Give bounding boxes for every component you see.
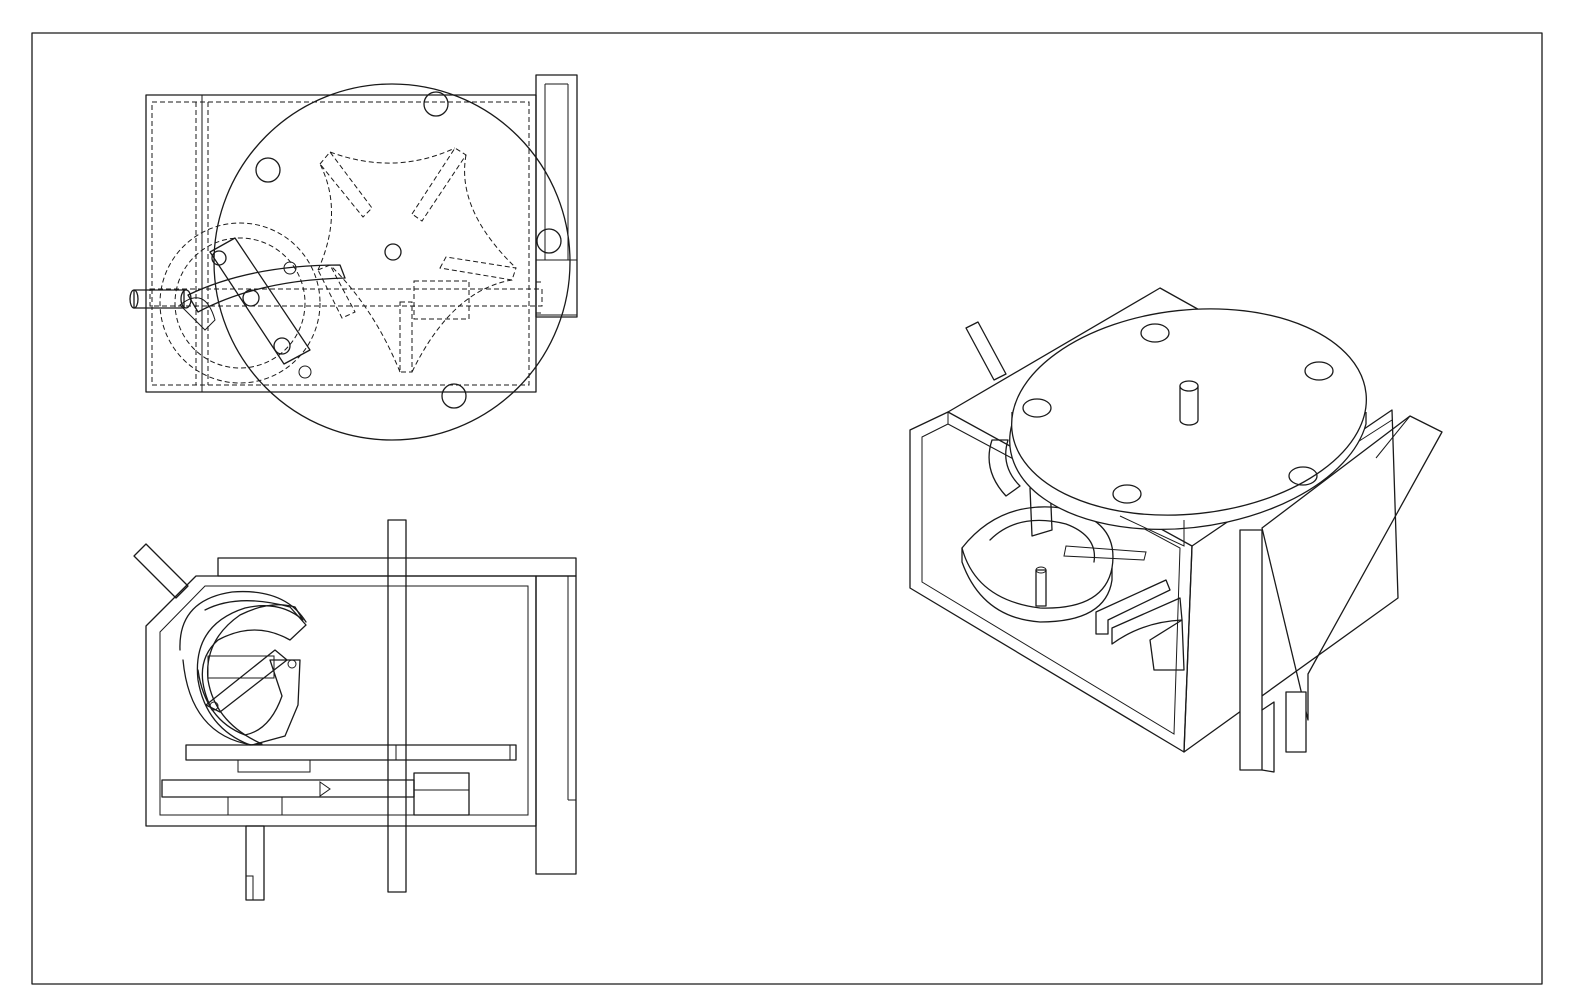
output-shaft xyxy=(245,825,265,901)
iso-turntable xyxy=(1009,308,1367,531)
drive-wheel xyxy=(159,222,321,384)
sheet-border xyxy=(31,32,1543,985)
geneva-slots xyxy=(317,147,517,373)
right-wall xyxy=(535,575,577,875)
iso-leg xyxy=(1285,691,1307,753)
iso-lever xyxy=(965,321,1007,381)
iso-geneva-arm xyxy=(1095,579,1171,635)
iso-disc-hole xyxy=(1288,466,1318,486)
iso-bracket xyxy=(1261,415,1443,721)
side-bracket xyxy=(535,74,578,318)
disc-hole xyxy=(255,157,281,183)
housing-outline xyxy=(145,94,537,393)
housing-profile xyxy=(145,575,537,827)
geneva-plate xyxy=(185,744,517,761)
iso-disc-hole xyxy=(1022,398,1052,418)
input-shaft xyxy=(133,289,185,309)
top-plate xyxy=(217,557,577,577)
iso-disc-hole xyxy=(1304,361,1334,381)
iso-leg xyxy=(1239,529,1263,771)
disc-hole xyxy=(423,91,449,117)
isometric-view xyxy=(909,287,1443,773)
iso-disc-hole xyxy=(1112,484,1142,504)
center-pin xyxy=(384,243,402,261)
iso-center-pin xyxy=(1179,386,1199,426)
disc-hole xyxy=(536,228,562,254)
turntable-disc xyxy=(213,83,571,441)
cam-ring xyxy=(179,590,307,746)
top-view xyxy=(129,74,578,441)
disc-hole xyxy=(441,383,467,409)
crank-arm xyxy=(179,237,346,379)
inclined-lever xyxy=(133,543,189,599)
slide-block xyxy=(413,772,470,816)
front-view xyxy=(133,519,577,901)
hidden-slide xyxy=(149,288,543,307)
hidden-block xyxy=(413,280,470,320)
vertical-shaft xyxy=(387,519,407,893)
hidden-inner-wall xyxy=(151,101,530,386)
drive-slide xyxy=(161,779,415,798)
iso-disc-hole xyxy=(1140,323,1170,343)
iso-cam xyxy=(961,439,1114,623)
